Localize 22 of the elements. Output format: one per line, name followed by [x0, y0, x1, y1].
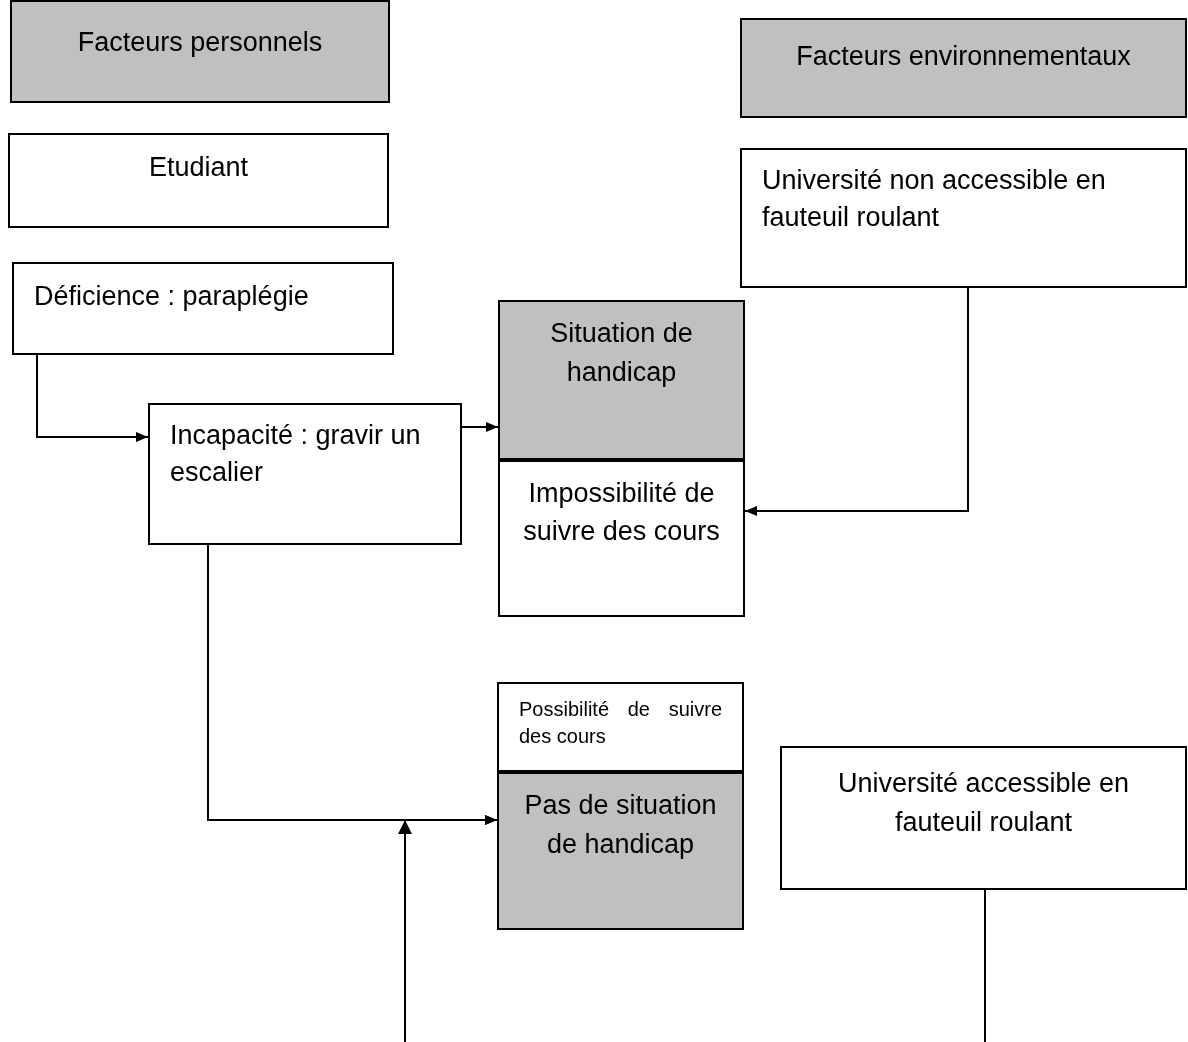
box-label: Possibilité de suivre des cours [518, 697, 723, 749]
box-label: Facteurs environnementaux [795, 40, 1132, 73]
box-label: Facteurs personnels [76, 26, 324, 59]
category-box [740, 18, 1187, 118]
box-label: Etudiant [147, 151, 250, 184]
box-label: Situation de handicap [549, 317, 694, 389]
box-label: Université non accessible en fauteuil roulant [761, 164, 1107, 234]
text-box [497, 682, 744, 772]
box-label: Incapacité : gravir un escalier [169, 419, 422, 489]
box-label: Pas de situation de handicap [523, 789, 718, 861]
text-box [8, 133, 389, 228]
category-box [10, 0, 390, 103]
text-box [148, 403, 462, 545]
text-box [780, 746, 1187, 890]
text-box [498, 460, 745, 617]
box-label: Impossibilité de suivre des cours [522, 477, 721, 548]
status-box [498, 300, 745, 460]
text-box [12, 262, 394, 355]
box-label: Déficience : paraplégie [33, 280, 310, 313]
box-label: Université accessible en fauteuil roulant [836, 767, 1131, 839]
status-box [497, 772, 744, 930]
text-box [740, 148, 1187, 288]
